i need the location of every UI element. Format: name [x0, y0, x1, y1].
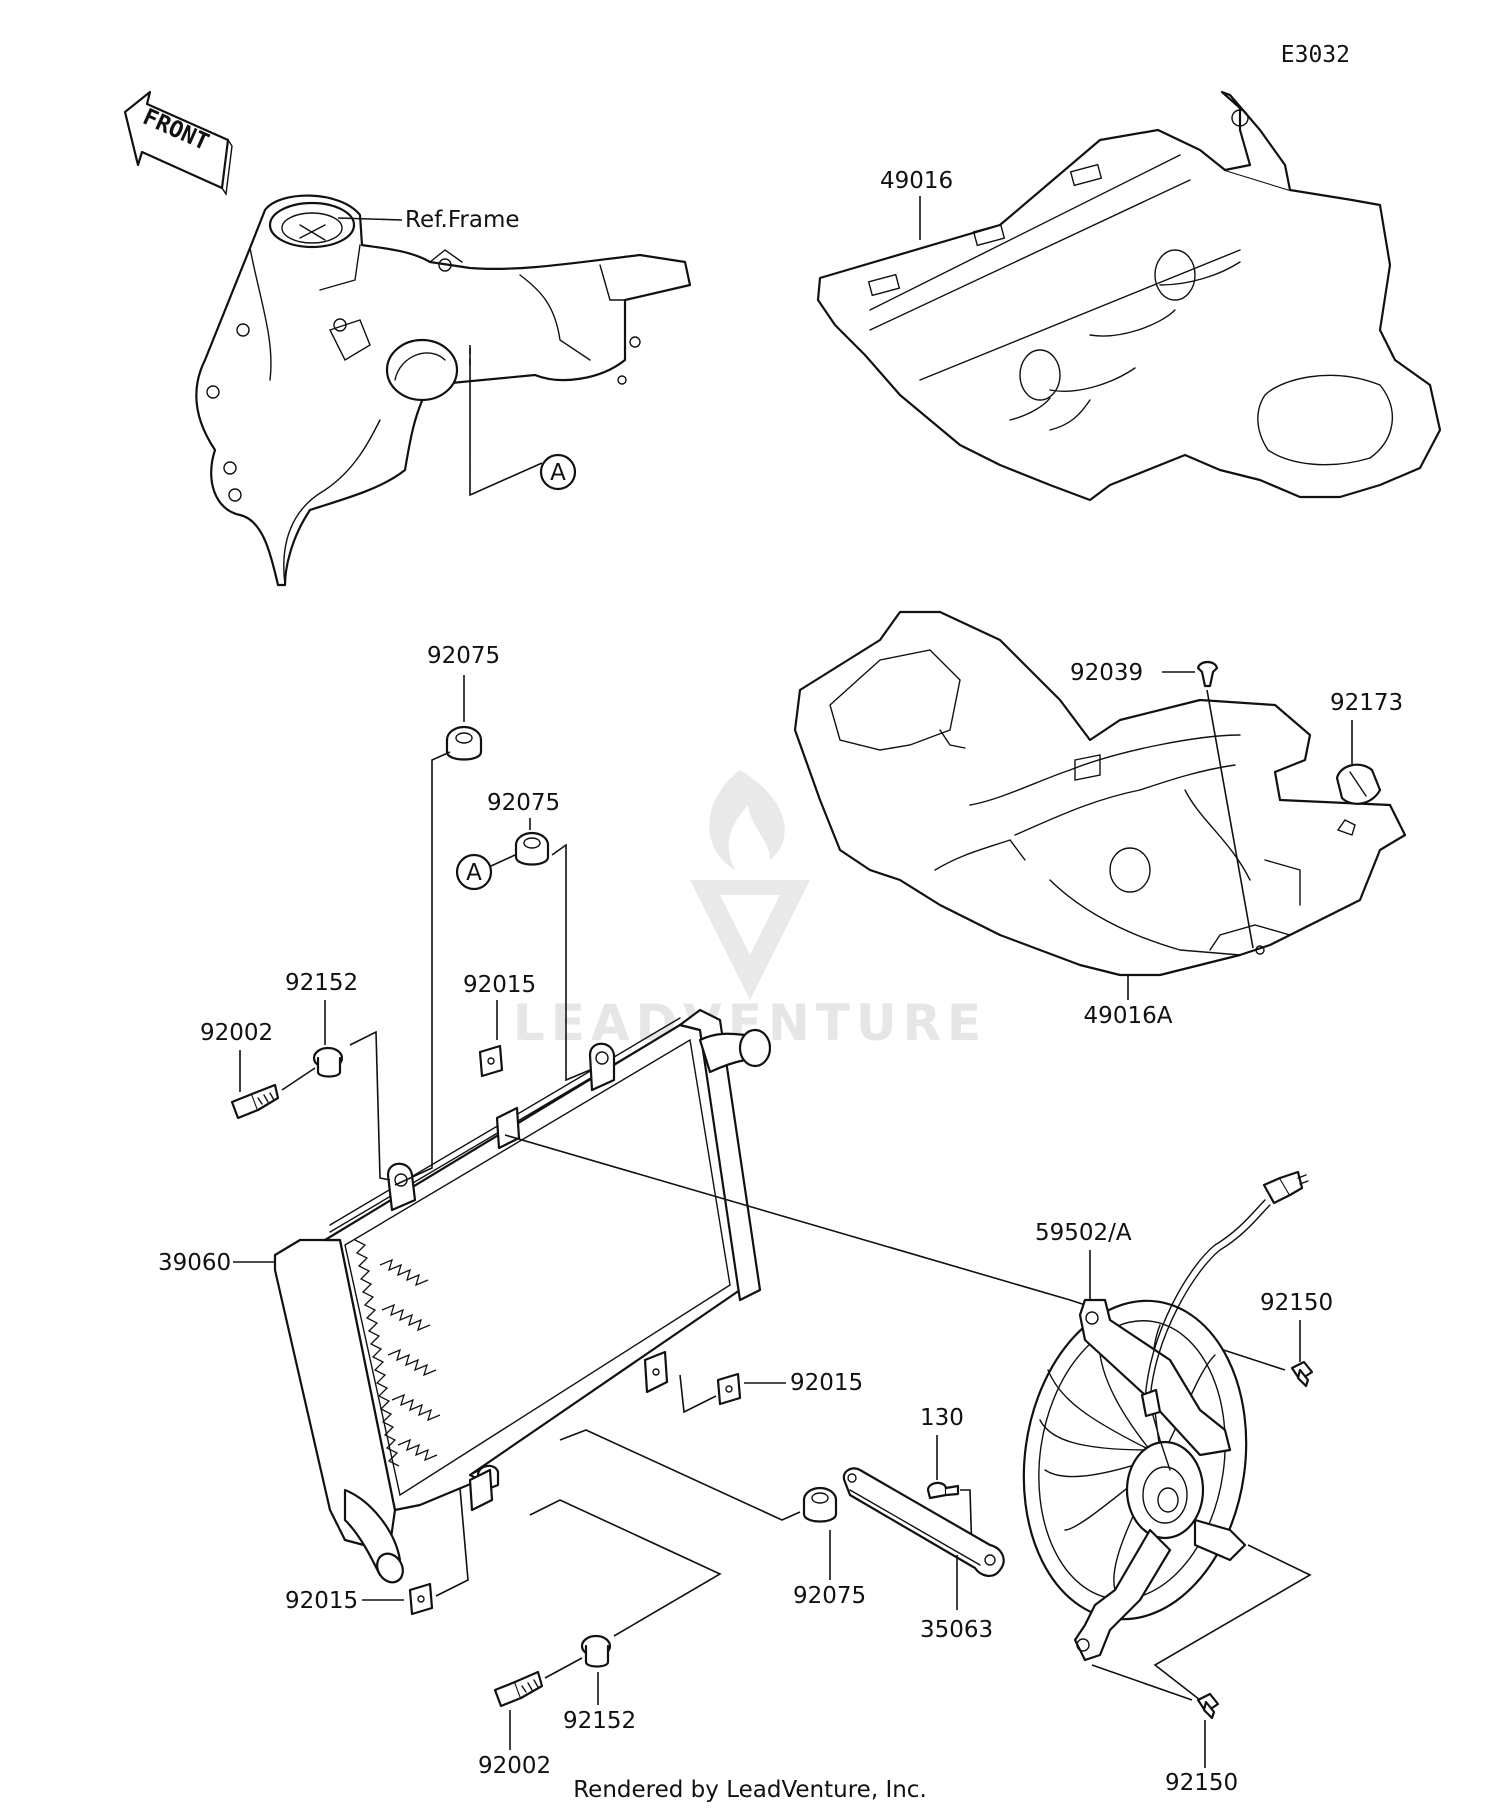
bolt-92150-top-icon	[1290, 1360, 1314, 1388]
leader-92075-top-to-rad	[394, 751, 451, 1186]
connector-a-top-label: A	[550, 460, 566, 486]
front-arrow-icon: FRONT	[123, 90, 233, 196]
part-number-92002-bottom: 92002	[478, 1753, 551, 1779]
footer-credit: Rendered by LeadVenture, Inc.	[573, 1777, 927, 1803]
leader-92002-bottom-to-collar	[544, 1657, 583, 1679]
leader-92075-bottom-to-rad	[559, 1429, 801, 1521]
leader-ref-frame	[337, 217, 403, 221]
part-number-92152-top: 92152	[285, 970, 358, 996]
leader-92150-bottom-to-fan	[1091, 1664, 1193, 1701]
part-number-92015-top: 92015	[463, 972, 536, 998]
part-number-92075-bottom: 92075	[793, 1583, 866, 1609]
leader-92075-mid-to-rad	[551, 843, 591, 1082]
fan-59502-illustration	[1022, 1170, 1309, 1662]
nut-92015-top-icon	[478, 1044, 504, 1078]
clamp-92173-icon	[1335, 763, 1382, 805]
part-number-35063: 35063	[920, 1617, 993, 1643]
leader-92150-bottom-to-bracket	[1153, 1544, 1312, 1701]
leader-92039-hole	[1206, 689, 1254, 949]
bolt-92002-top-icon	[230, 1083, 280, 1120]
collar-92152-top-icon	[312, 1046, 344, 1078]
leader-connector-a-bottom	[490, 854, 516, 867]
part-number-92039: 92039	[1070, 660, 1143, 686]
part-number-92015-right: 92015	[790, 1370, 863, 1396]
grommet-92075-bottom-icon	[802, 1486, 838, 1523]
part-number-92152-bottom: 92152	[563, 1708, 636, 1734]
ref-frame-label: Ref.Frame	[405, 207, 520, 233]
part-number-92075-mid: 92075	[487, 790, 560, 816]
radiator-39060-illustration	[273, 1008, 772, 1584]
connector-a-bottom-icon	[455, 853, 493, 891]
shroud-49016-illustration	[816, 90, 1442, 502]
connector-a-bottom-label: A	[466, 860, 482, 886]
nut-92015-bottom-icon	[408, 1582, 434, 1616]
bolt-92150-bottom-icon	[1196, 1692, 1220, 1720]
bracket-35063-illustration	[842, 1467, 1005, 1577]
part-number-130: 130	[920, 1405, 964, 1431]
collar-92152-bottom-icon	[580, 1634, 612, 1668]
leader-92002-top-to-collar	[281, 1067, 316, 1091]
part-number-92015-bottom: 92015	[285, 1588, 358, 1614]
diagram-code: E3032	[1281, 42, 1350, 68]
nut-92015-right-icon	[716, 1372, 742, 1406]
part-number-39060: 39060	[158, 1250, 231, 1276]
part-number-92150-top: 92150	[1260, 1290, 1333, 1316]
part-number-49016: 49016	[880, 168, 953, 194]
frame-illustration	[195, 194, 692, 587]
watermark-logo: LEADVENTURE	[513, 770, 981, 1052]
grommet-92075-mid-icon	[514, 831, 550, 866]
part-number-92075-top: 92075	[427, 643, 500, 669]
leader-92152-bottom-to-rad	[529, 1499, 722, 1637]
leader-connector-a-top	[469, 345, 543, 497]
screw-130-icon	[926, 1481, 960, 1500]
leader-92015-bottom-to-rad	[435, 1487, 469, 1597]
part-number-92150-bottom: 92150	[1165, 1770, 1238, 1796]
leader-92152-top-to-rad	[349, 1030, 391, 1181]
clip-92039-icon	[1196, 660, 1219, 688]
part-number-49016a: 49016A	[1084, 1003, 1173, 1029]
shroud-49016a-illustration	[793, 610, 1407, 977]
part-number-92002-top: 92002	[200, 1020, 273, 1046]
grommet-92075-top-icon	[445, 725, 483, 761]
part-number-92173: 92173	[1330, 690, 1403, 716]
bolt-92002-bottom-icon	[493, 1670, 544, 1708]
leader-92015-right-to-rad	[679, 1374, 717, 1414]
part-number-59502: 59502/A	[1035, 1220, 1132, 1246]
connector-a-top-icon	[539, 453, 577, 491]
